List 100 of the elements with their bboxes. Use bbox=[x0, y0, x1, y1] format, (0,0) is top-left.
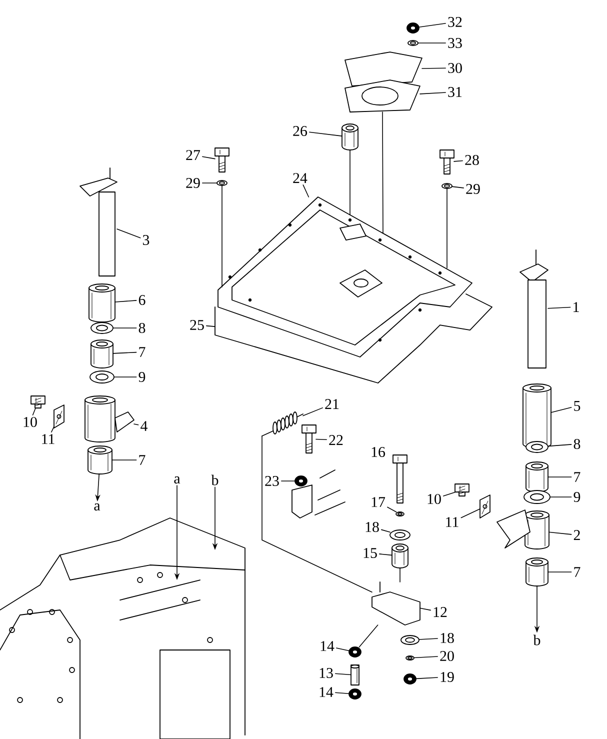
leader-line bbox=[414, 656, 438, 658]
leader-line bbox=[548, 532, 572, 535]
callout-number: b bbox=[533, 634, 540, 646]
nut bbox=[406, 22, 420, 34]
leader-line bbox=[550, 407, 572, 413]
leader-line bbox=[50, 426, 54, 433]
leader-line bbox=[416, 677, 438, 680]
linkage-rod bbox=[262, 436, 372, 593]
callout-number: a bbox=[94, 503, 100, 511]
callout-number: 29 bbox=[186, 178, 200, 188]
nut bbox=[294, 476, 308, 486]
lever bbox=[496, 510, 550, 550]
leader-line bbox=[418, 22, 446, 28]
shaft bbox=[520, 250, 548, 368]
center-line bbox=[358, 624, 378, 648]
snap-ring bbox=[396, 512, 404, 516]
washer bbox=[400, 635, 420, 645]
callout-number: 16 bbox=[372, 447, 386, 458]
leader-line bbox=[548, 306, 571, 309]
callout-number: 24 bbox=[293, 173, 308, 183]
lock-plate bbox=[480, 494, 490, 518]
callout-number: b bbox=[211, 474, 218, 486]
cover-plate bbox=[344, 52, 422, 86]
callout-number: 14 bbox=[320, 687, 334, 697]
callout-number: 7 bbox=[574, 472, 580, 482]
callout-number: 10 bbox=[24, 416, 37, 428]
gasket bbox=[344, 80, 420, 112]
callout-number: 2 bbox=[574, 530, 580, 540]
bolt bbox=[454, 484, 470, 496]
leader-line bbox=[443, 492, 456, 496]
lever bbox=[372, 582, 420, 626]
leader-line bbox=[302, 184, 310, 198]
callout-number: 26 bbox=[293, 126, 308, 136]
leader-line bbox=[422, 68, 446, 69]
leader-line bbox=[316, 438, 327, 440]
leader-line bbox=[387, 506, 397, 512]
callout-number: 28 bbox=[465, 154, 479, 166]
washer bbox=[90, 370, 114, 384]
callout-number: 19 bbox=[440, 672, 454, 682]
callout-number: 33 bbox=[448, 38, 462, 48]
washer bbox=[390, 530, 410, 540]
callout-number: 29 bbox=[466, 184, 480, 194]
leader-line bbox=[335, 673, 352, 676]
callout-number: a bbox=[174, 476, 180, 484]
leader-line bbox=[116, 228, 141, 238]
callout-number: 5 bbox=[574, 401, 580, 411]
leader-line bbox=[202, 182, 218, 184]
callout-number: 12 bbox=[434, 607, 447, 617]
callout-number: 15 bbox=[364, 548, 377, 558]
leader-line bbox=[460, 508, 480, 518]
callout-number: 4 bbox=[140, 421, 148, 431]
callout-number: 13 bbox=[320, 668, 333, 678]
callout-number: 22 bbox=[329, 435, 343, 445]
leader-line bbox=[112, 352, 137, 354]
bolt bbox=[30, 396, 46, 408]
callout-number: 31 bbox=[448, 87, 462, 98]
nut bbox=[348, 688, 362, 700]
callout-number: 7 bbox=[139, 347, 146, 357]
center-line bbox=[382, 112, 384, 234]
housing-drawing bbox=[0, 518, 246, 739]
callout-number: 32 bbox=[448, 17, 462, 28]
bolt bbox=[302, 424, 316, 454]
leader-line bbox=[548, 444, 572, 447]
washer bbox=[524, 490, 550, 504]
nut bbox=[404, 674, 416, 684]
bolt bbox=[440, 150, 454, 174]
leader-line bbox=[418, 638, 438, 640]
leader-line bbox=[114, 376, 137, 378]
leader-line bbox=[302, 407, 323, 416]
leader-line bbox=[134, 424, 139, 426]
bushing bbox=[392, 544, 408, 568]
leader-line bbox=[550, 496, 572, 498]
callout-number: 8 bbox=[574, 438, 580, 450]
leader-line bbox=[309, 132, 342, 136]
leader-line bbox=[379, 554, 392, 556]
washer bbox=[408, 40, 418, 46]
callout-number: 20 bbox=[440, 650, 454, 662]
seal-ring bbox=[90, 322, 114, 334]
lock-plate bbox=[54, 404, 64, 428]
leader-line bbox=[335, 692, 350, 694]
callout-number: 9 bbox=[138, 372, 146, 382]
bolt bbox=[214, 148, 230, 172]
bearing bbox=[526, 558, 548, 586]
pin bbox=[350, 664, 360, 686]
callout-number: 14 bbox=[320, 641, 334, 651]
leader-line bbox=[420, 92, 446, 94]
leader-line bbox=[548, 476, 572, 478]
washer bbox=[442, 183, 452, 189]
bearing bbox=[88, 446, 112, 474]
leader-line bbox=[420, 608, 431, 611]
leader-line bbox=[202, 156, 216, 160]
callout-number: 8 bbox=[138, 322, 146, 334]
leader-line bbox=[452, 186, 464, 188]
gasket bbox=[214, 294, 492, 384]
callout-number: 7 bbox=[139, 455, 146, 465]
callout-number: 9 bbox=[574, 492, 580, 502]
leader-line bbox=[281, 480, 296, 482]
cover-plate bbox=[218, 196, 472, 358]
leader-line bbox=[114, 300, 137, 302]
callout-number: 11 bbox=[446, 517, 458, 527]
